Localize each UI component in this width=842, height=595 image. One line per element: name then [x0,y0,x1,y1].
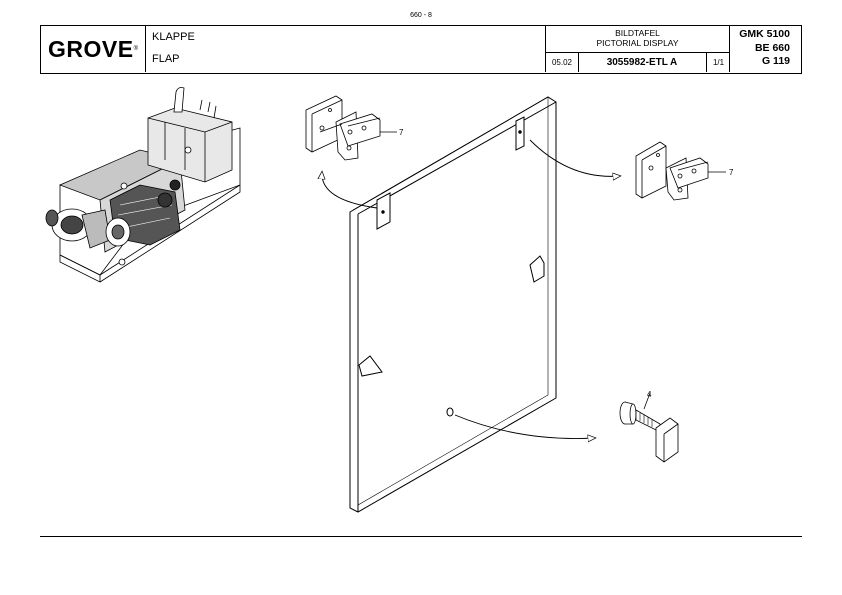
arrow-to-fastener [454,414,595,439]
model-line: GMK 5100 [739,28,790,40]
callout-hinge-right: 7 [729,168,734,177]
display-label-en: PICTORIAL DISPLAY [596,37,679,48]
page-number: 660 - 8 [410,12,432,19]
flap-panel [349,96,557,513]
callout-hinge-left: 7 [399,128,404,137]
arrow-to-left-hinge [322,172,378,209]
title-german: KLAPPE [152,31,195,43]
drawing-info-block: BILDTAFEL PICTORIAL DISPLAY 05.02 305598… [545,26,730,72]
arrow-to-right-hinge [529,139,620,176]
sheet-number: 1/1 [712,58,725,67]
callout-fastener: 4 [647,390,652,399]
title-block: GROVE® KLAPPE FLAP BILDTAFEL PICTORIAL D… [40,25,802,74]
generator-unit-illustration [45,87,241,283]
hinge-detail-left [305,95,397,161]
registered-mark: ® [133,46,138,52]
display-label: BILDTAFEL PICTORIAL DISPLAY [546,26,729,53]
model-designation: GMK 5100 BE 660 G 119 [731,28,801,69]
revision-date: 05.02 [546,53,579,72]
grove-logo: GROVE® [41,26,146,72]
bottom-rule [40,536,802,537]
display-label-de: BILDTAFEL [615,28,660,38]
drawing-info-row: 05.02 3055982-ETL A 1/1 [546,53,729,72]
model-line: G 119 [761,55,790,67]
logo-text: GROVE [48,35,134,62]
hinge-detail-right [635,141,726,201]
model-line: BE 660 [754,41,790,54]
fastener-detail [619,392,679,463]
title-english: FLAP [152,53,180,65]
part-number: 3055982-ETL A [578,53,707,72]
detail-arrows [322,139,620,439]
